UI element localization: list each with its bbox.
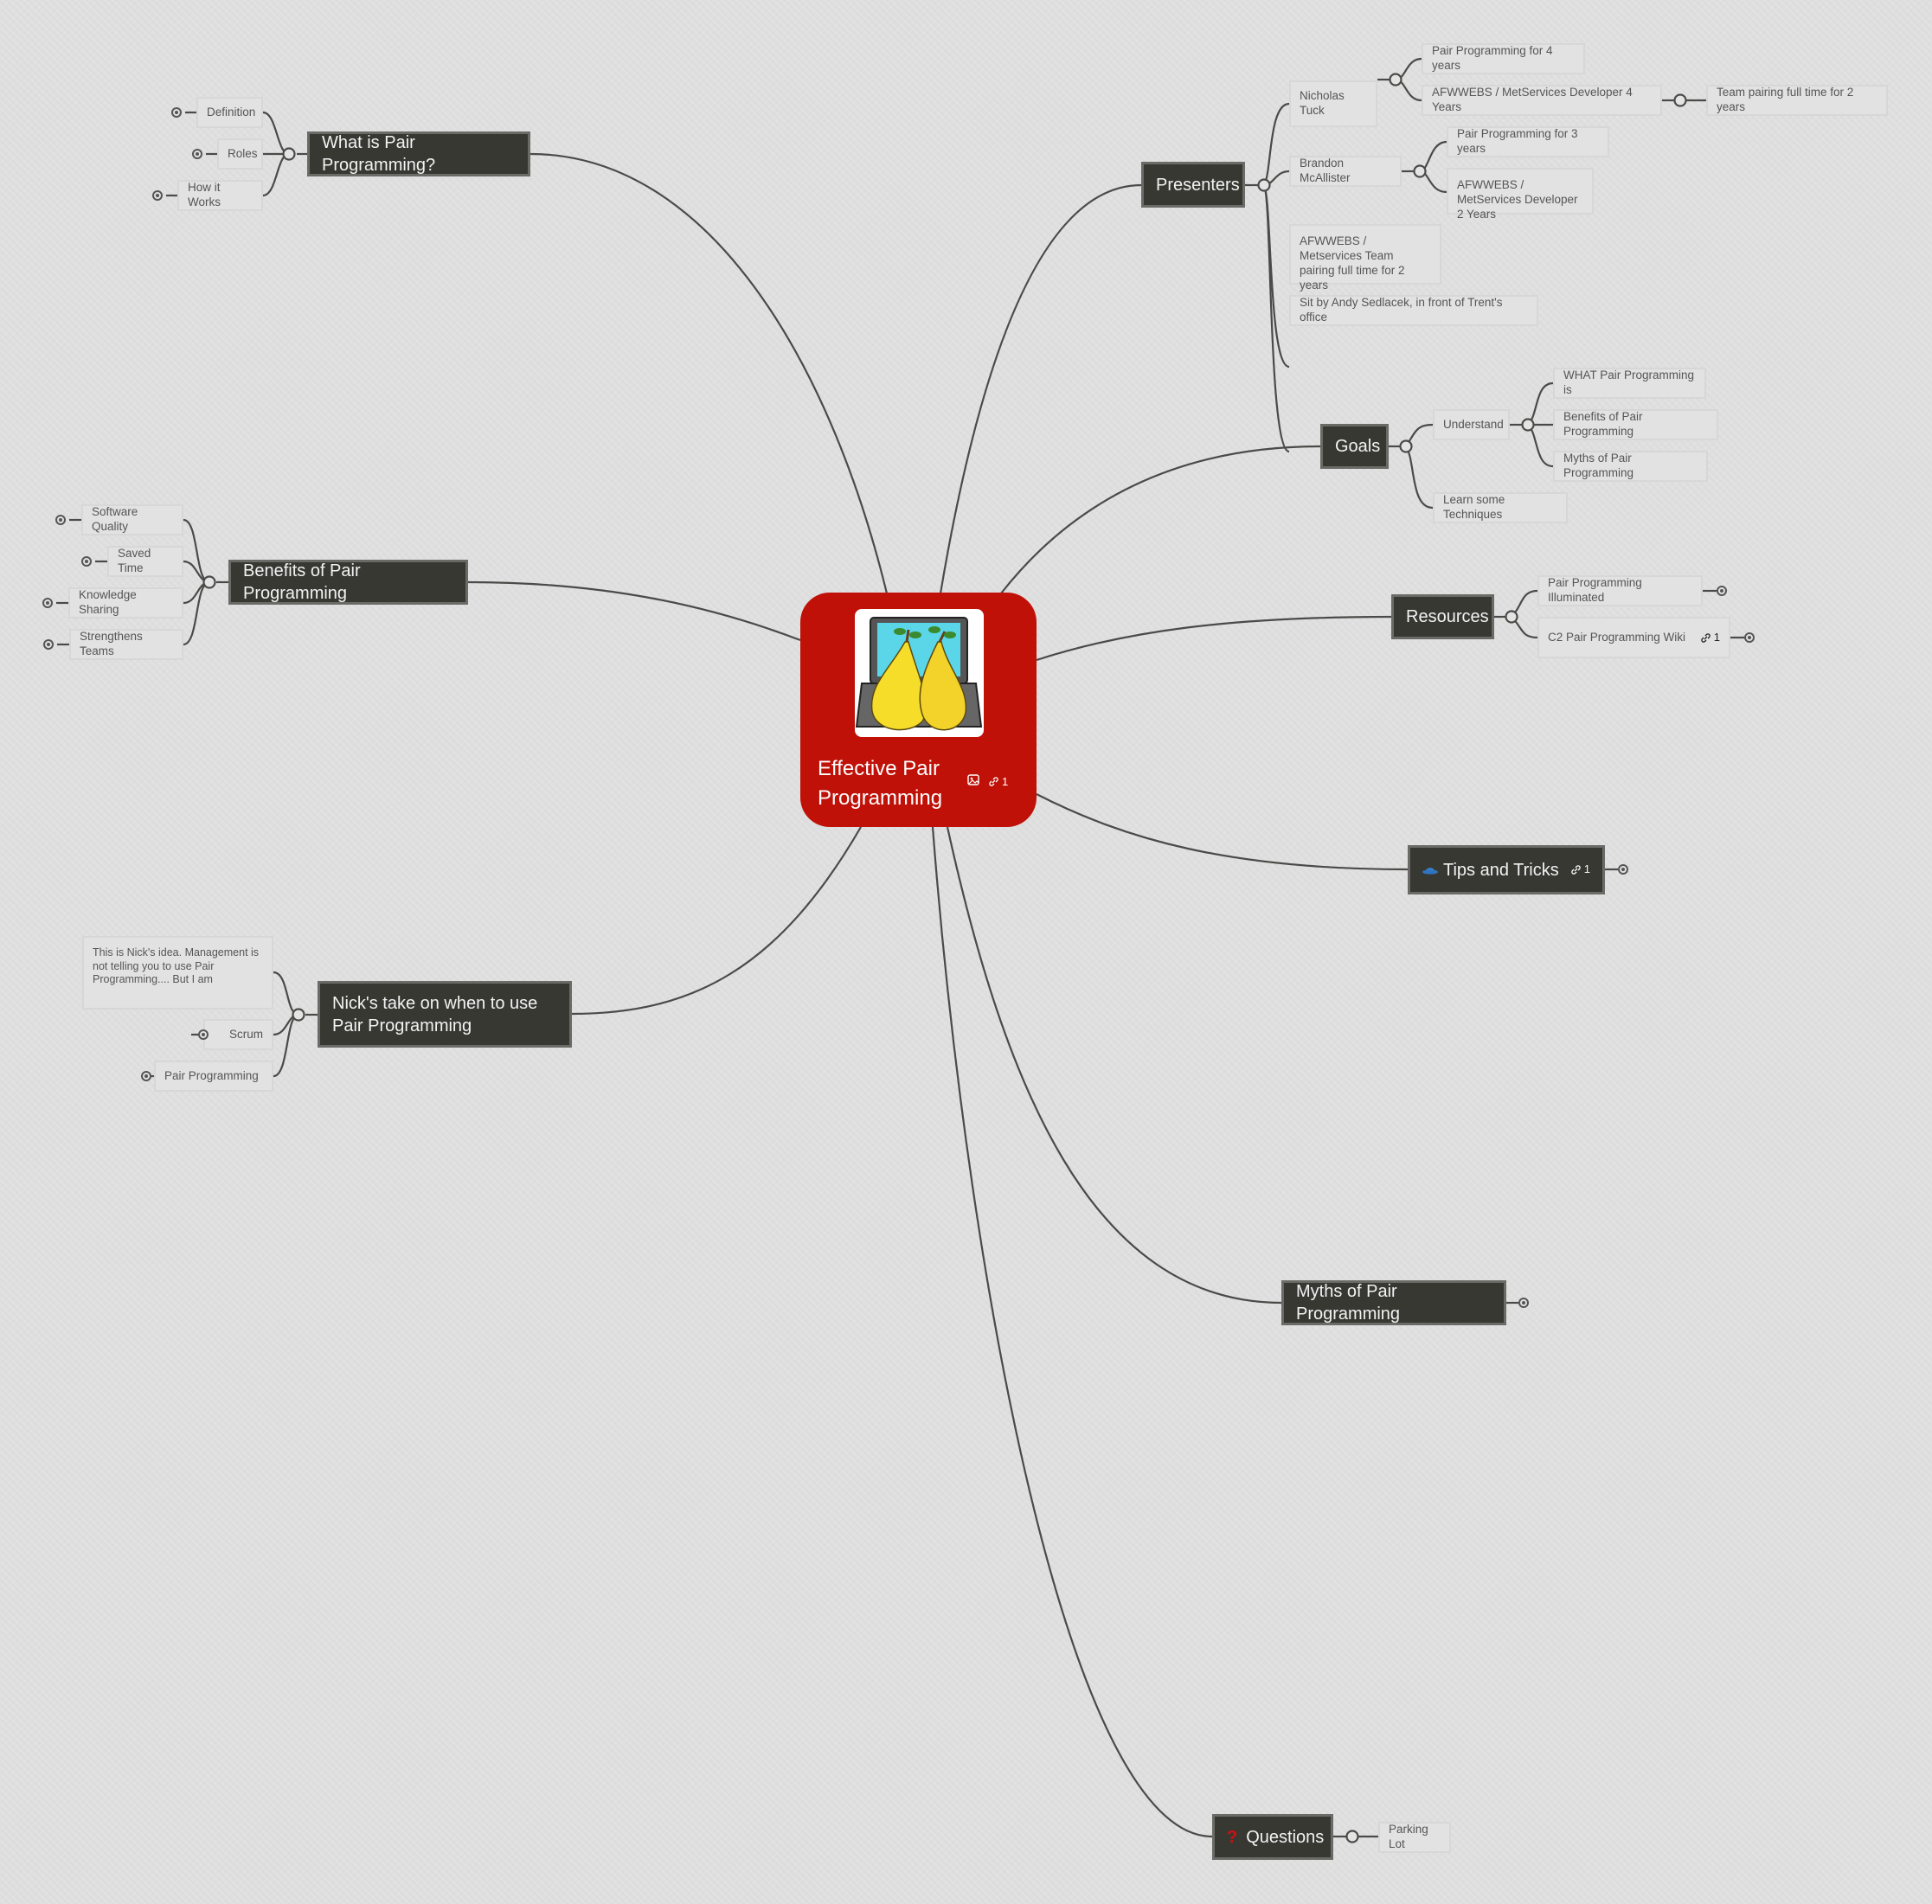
subtopic-how-it-works[interactable]: How it Works	[177, 180, 263, 211]
expand-collapse-icon[interactable]	[152, 190, 163, 201]
topic-label: What is Pair Programming?	[322, 133, 436, 175]
topic-nicks-take[interactable]: Nick's take on when to use Pair Programm…	[318, 981, 572, 1048]
subtopic-label: Myths of Pair Programming	[1563, 452, 1634, 479]
subtopic-pp-illuminated[interactable]: Pair Programming Illuminated	[1537, 575, 1703, 606]
subtopic-label: WHAT Pair Programming is	[1563, 369, 1695, 396]
subtopic-label: Pair Programming for 3 years	[1457, 127, 1578, 155]
topic-label: Goals	[1335, 437, 1381, 456]
topic-label: Tips and Tricks	[1443, 860, 1559, 880]
subtopic-strengthens-teams[interactable]: Strengthens Teams	[69, 629, 183, 660]
hat-icon	[1422, 859, 1438, 881]
expand-collapse-icon[interactable]	[43, 639, 54, 650]
topic-label: Benefits of Pair Programming	[243, 561, 361, 603]
subtopic-label: Definition	[207, 105, 256, 119]
subtopic-parking-lot[interactable]: Parking Lot	[1378, 1822, 1451, 1853]
subtopic-scrum[interactable]: Scrum	[203, 1019, 273, 1050]
expand-collapse-icon[interactable]	[55, 515, 66, 525]
topic-label: Myths of Pair Programming	[1296, 1282, 1401, 1324]
subtopic-label: Sit by Andy Sedlacek, in front of Trent'…	[1300, 296, 1503, 324]
subtopic-knowledge-sharing[interactable]: Knowledge Sharing	[68, 587, 183, 619]
subtopic-nicholas-afwwebs[interactable]: AFWWEBS / MetServices Developer 4 Years	[1422, 85, 1662, 116]
subtopic-label: C2 Pair Programming Wiki	[1548, 630, 1686, 644]
subtopic-nicholas-tuck[interactable]: Nicholas Tuck	[1289, 80, 1377, 127]
topic-resources[interactable]: Resources	[1391, 594, 1494, 639]
question-mark-icon: ?	[1227, 1827, 1238, 1847]
subtopic-definition[interactable]: Definition	[196, 97, 263, 128]
expand-collapse-icon[interactable]	[42, 598, 53, 608]
pear-laptop-icon	[855, 617, 983, 731]
subtopic-saved-time[interactable]: Saved Time	[107, 546, 183, 577]
subtopic-myths-of-pp[interactable]: Myths of Pair Programming	[1553, 451, 1708, 482]
central-title: Effective Pair Programming	[818, 757, 943, 810]
subtopic-label: This is Nick's idea. Management is not t…	[93, 946, 260, 986]
subtopic-c2-wiki[interactable]: C2 Pair Programming Wiki 1	[1537, 617, 1730, 658]
subtopic-label: Saved Time	[118, 547, 151, 574]
pear-laptop-image	[855, 609, 984, 737]
topic-goals[interactable]: Goals	[1320, 424, 1389, 469]
subtopic-pair-programming[interactable]: Pair Programming	[154, 1061, 273, 1092]
subtopic-label: AFWWEBS / MetServices Developer 4 Years	[1432, 86, 1633, 113]
expand-collapse-icon[interactable]	[81, 556, 92, 567]
subtopic-label: Scrum	[228, 1027, 263, 1041]
subtopic-label: Brandon McAllister	[1300, 157, 1351, 184]
subtopic-label: Pair Programming for 4 years	[1432, 44, 1553, 72]
link-count: 1	[1583, 862, 1590, 876]
subtopic-understand[interactable]: Understand	[1433, 409, 1510, 440]
subtopic-label: Learn some Techniques	[1443, 493, 1505, 521]
subtopic-nicks-idea-note[interactable]: This is Nick's idea. Management is not t…	[82, 936, 273, 1010]
topic-tips-and-tricks[interactable]: Tips and Tricks 1	[1408, 845, 1605, 894]
subtopic-label: AFWWEBS / MetServices Developer 2 Years	[1457, 178, 1578, 221]
link-icon[interactable]: 1	[1700, 631, 1720, 644]
subtopic-label: Strengthens Teams	[80, 630, 143, 657]
subtopic-label: Understand	[1443, 417, 1504, 431]
expand-collapse-icon[interactable]	[1518, 1298, 1529, 1308]
subtopic-location[interactable]: Sit by Andy Sedlacek, in front of Trent'…	[1289, 295, 1538, 326]
topic-what-is-pair-programming[interactable]: What is Pair Programming?	[307, 131, 530, 176]
expand-collapse-icon[interactable]	[171, 107, 182, 118]
subtopic-label: How it Works	[188, 181, 221, 208]
expand-collapse-icon[interactable]	[1618, 864, 1628, 875]
topic-label: Presenters	[1156, 175, 1240, 195]
link-count: 1	[1002, 774, 1009, 788]
subtopic-label: Benefits of Pair Programming	[1563, 410, 1643, 438]
subtopic-label: Pair Programming	[164, 1068, 259, 1082]
subtopic-label: Nicholas Tuck	[1300, 89, 1345, 117]
topic-label: Questions	[1246, 1827, 1325, 1847]
link-count: 1	[1713, 630, 1720, 644]
expand-collapse-icon[interactable]	[192, 149, 202, 159]
image-icon[interactable]	[967, 774, 979, 788]
topic-label: Nick's take on when to use Pair Programm…	[332, 993, 538, 1035]
subtopic-label: Parking Lot	[1389, 1823, 1428, 1850]
subtopic-brandon-pp-3-years[interactable]: Pair Programming for 3 years	[1447, 126, 1609, 157]
subtopic-what-pp-is[interactable]: WHAT Pair Programming is	[1553, 368, 1706, 399]
link-icon[interactable]: 1	[1570, 862, 1590, 877]
subtopic-brandon-mcallister[interactable]: Brandon McAllister	[1289, 156, 1402, 187]
subtopic-learn-techniques[interactable]: Learn some Techniques	[1433, 492, 1568, 523]
topic-benefits[interactable]: Benefits of Pair Programming	[228, 560, 468, 605]
topic-myths[interactable]: Myths of Pair Programming	[1281, 1280, 1506, 1325]
expand-collapse-icon[interactable]	[141, 1071, 151, 1081]
subtopic-label: AFWWEBS / Metservices Team pairing full …	[1300, 234, 1405, 292]
subtopic-label: Pair Programming Illuminated	[1548, 576, 1642, 604]
expand-collapse-icon[interactable]	[1717, 586, 1727, 596]
subtopic-team-pairing[interactable]: AFWWEBS / Metservices Team pairing full …	[1289, 224, 1441, 292]
subtopic-label: Knowledge Sharing	[79, 588, 137, 616]
subtopic-benefits-of-pp[interactable]: Benefits of Pair Programming	[1553, 409, 1718, 440]
subtopic-nicholas-pp-4-years[interactable]: Pair Programming for 4 years	[1422, 43, 1585, 74]
expand-collapse-icon[interactable]	[198, 1029, 209, 1040]
subtopic-roles[interactable]: Roles	[217, 138, 263, 170]
topic-questions[interactable]: ? Questions	[1212, 1814, 1333, 1860]
link-icon[interactable]: 1	[988, 775, 1008, 788]
subtopic-label: Roles	[228, 146, 258, 160]
subtopic-label: Team pairing full time for 2 years	[1717, 86, 1854, 113]
subtopic-team-pairing-2-years[interactable]: Team pairing full time for 2 years	[1706, 85, 1888, 116]
subtopic-brandon-afwwebs[interactable]: AFWWEBS / MetServices Developer 2 Years	[1447, 168, 1594, 221]
expand-collapse-icon[interactable]	[1744, 632, 1755, 643]
topic-label: Resources	[1406, 607, 1489, 626]
subtopic-label: Software Quality	[92, 505, 138, 533]
subtopic-software-quality[interactable]: Software Quality	[81, 504, 183, 535]
topic-presenters[interactable]: Presenters	[1141, 162, 1245, 208]
central-topic[interactable]: Effective Pair Programming 1	[800, 593, 1037, 827]
